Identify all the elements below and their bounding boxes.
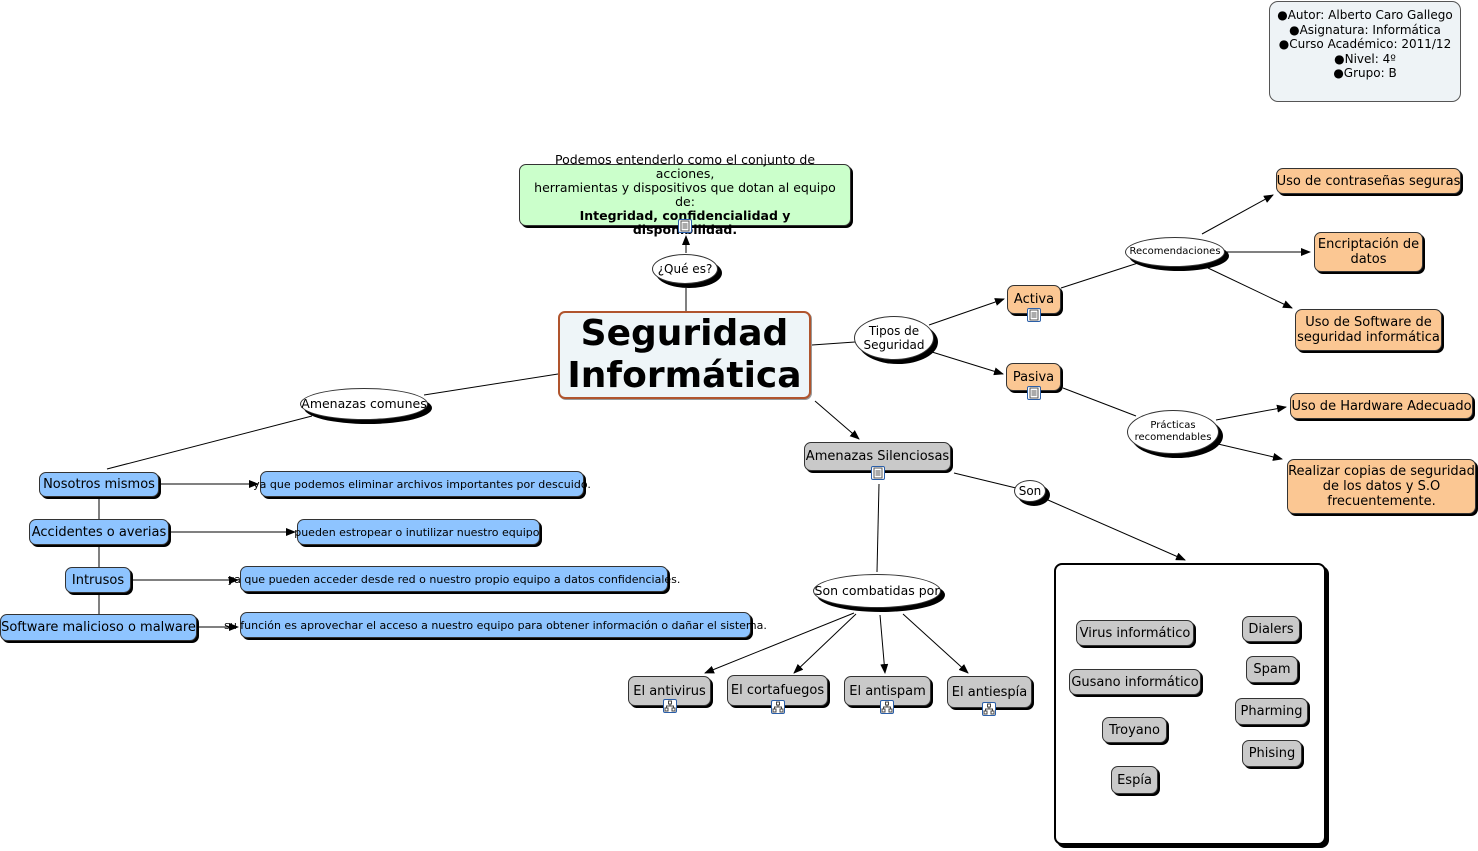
practice-hardware-label: Uso de Hardware Adecuado — [1291, 398, 1472, 414]
silent-threats-label: Amenazas Silenciosas — [805, 449, 950, 464]
concept-map-icon[interactable] — [663, 699, 677, 713]
rec-encriptacion[interactable]: Encriptación de datos — [1314, 232, 1423, 272]
threat-intrusos[interactable]: Intrusos — [65, 567, 131, 593]
definition-line-1: Podemos entenderlo como el conjunto de a… — [554, 152, 816, 181]
link-recomendaciones: Recomendaciones — [1125, 237, 1225, 267]
threat-nosotros-mismos[interactable]: Nosotros mismos — [39, 472, 159, 497]
rec-encriptacion-line-2: datos — [1350, 252, 1387, 267]
document-icon[interactable] — [678, 219, 692, 233]
type-activa-label: Activa — [1013, 292, 1055, 307]
main-title-line-2: Informática — [567, 355, 802, 396]
link-que-es-label: ¿Qué es? — [657, 262, 713, 276]
threat-detail-text: ya que podemos eliminar archivos importa… — [253, 477, 591, 491]
threat-type-pharming[interactable]: Pharming — [1235, 698, 1308, 725]
link-practicas: Prácticas recomendables — [1127, 410, 1219, 454]
threat-type-dialers[interactable]: Dialers — [1242, 616, 1300, 642]
threat-accidentes[interactable]: Accidentes o averias — [29, 519, 169, 545]
threat-detail-text: pueden estropear o inutilizar nuestro eq… — [294, 525, 543, 539]
threat-label: Intrusos — [71, 572, 125, 588]
link-son: Son — [1014, 480, 1046, 502]
document-icon[interactable] — [1027, 386, 1041, 400]
document-icon[interactable] — [1027, 308, 1041, 322]
defender-label: El antispam — [849, 683, 926, 699]
main-title-line-1: Seguridad — [580, 313, 789, 354]
threat-detail-malware[interactable]: su función es aprovechar el acceso a nue… — [224, 612, 767, 638]
link-son-combatidas-label: Son combatidas por — [814, 583, 940, 598]
threat-type-troyano[interactable]: Troyano — [1102, 717, 1167, 743]
threat-type-spam[interactable]: Spam — [1246, 656, 1298, 683]
author-info-box: ●Autor: Alberto Caro Gallego ●Asignatura… — [1269, 1, 1461, 102]
level-line: ●Nivel: 4º — [1334, 51, 1396, 66]
threat-type-label: Virus informático — [1079, 625, 1191, 641]
subject-line: ●Asignatura: Informática — [1289, 22, 1441, 37]
threat-type-label: Espía — [1117, 772, 1152, 788]
concept-map-icon[interactable] — [982, 702, 996, 716]
practicas-line-2: recomendables — [1134, 432, 1212, 443]
document-icon[interactable] — [871, 466, 885, 480]
threat-type-label: Troyano — [1109, 722, 1160, 738]
definition-box[interactable]: Podemos entenderlo como el conjunto de a… — [519, 153, 851, 237]
link-son-label: Son — [1018, 484, 1042, 498]
rec-software-line-1: Uso de Software de — [1305, 315, 1432, 330]
author-line: ●Autor: Alberto Caro Gallego — [1277, 8, 1453, 22]
rec-software-line-2: seguridad informática — [1297, 330, 1440, 345]
main-concept[interactable]: Seguridad Informática — [558, 311, 811, 399]
threat-detail-text: ya que pueden acceder desde red o nuestr… — [227, 572, 681, 586]
link-son-combatidas: Son combatidas por — [813, 574, 941, 608]
threat-label: Software malicioso o malware — [1, 620, 196, 635]
threat-type-gusano[interactable]: Gusano informático — [1069, 669, 1201, 695]
group-line: ●Grupo: B — [1333, 66, 1397, 80]
defender-label: El antivirus — [633, 683, 706, 699]
practice-copias[interactable]: Realizar copias de seguridad de los dato… — [1287, 459, 1476, 514]
practice-copias-line-1: Realizar copias de seguridad — [1288, 464, 1475, 479]
threat-type-label: Phising — [1248, 746, 1296, 761]
threat-type-label: Pharming — [1240, 704, 1303, 719]
tipos-line-2: Seguridad — [863, 338, 925, 352]
concept-map-icon[interactable] — [771, 700, 785, 714]
link-amenazas-comunes-label: Amenazas comunes — [301, 396, 427, 411]
threat-label: Accidentes o averias — [31, 524, 167, 540]
type-pasiva-label: Pasiva — [1012, 369, 1055, 385]
threat-type-label: Spam — [1253, 662, 1291, 677]
rec-encriptacion-line-1: Encriptación de — [1317, 237, 1420, 252]
course-line: ●Curso Académico: 2011/12 — [1278, 37, 1452, 51]
threat-type-phising[interactable]: Phising — [1242, 740, 1302, 767]
threat-detail-text: su función es aprovechar el acceso a nue… — [224, 618, 767, 632]
tipos-line-1: Tipos de — [868, 324, 920, 338]
practice-copias-line-3: frecuentemente. — [1327, 494, 1436, 509]
defender-label: El cortafuegos — [730, 683, 825, 698]
threat-type-espia[interactable]: Espía — [1111, 766, 1158, 794]
defender-label: El antiespía — [951, 684, 1028, 700]
practicas-line-1: Prácticas — [1150, 420, 1196, 431]
rec-software[interactable]: Uso de Software de seguridad informática — [1295, 309, 1442, 351]
threat-label: Nosotros mismos — [43, 477, 155, 492]
link-que-es: ¿Qué es? — [652, 254, 718, 284]
defender-antispam[interactable]: El antispam — [844, 676, 931, 706]
threat-detail-accidentes[interactable]: pueden estropear o inutilizar nuestro eq… — [294, 519, 543, 545]
threat-type-label: Dialers — [1248, 621, 1294, 637]
link-recomendaciones-label: Recomendaciones — [1129, 246, 1221, 257]
threat-detail-intrusos[interactable]: ya que pueden acceder desde red o nuestr… — [228, 566, 680, 592]
practice-hardware[interactable]: Uso de Hardware Adecuado — [1290, 393, 1473, 419]
definition-line-2: herramientas y dispositivos que dotan al… — [534, 180, 836, 209]
rec-contrasenas[interactable]: Uso de contraseñas seguras — [1276, 168, 1461, 194]
link-amenazas-comunes: Amenazas comunes — [300, 388, 428, 420]
threat-malware[interactable]: Software malicioso o malware — [0, 614, 197, 641]
threat-detail-nosotros[interactable]: ya que podemos eliminar archivos importa… — [253, 471, 591, 497]
rec-contrasenas-label: Uso de contraseñas seguras — [1276, 173, 1461, 189]
link-tipos-seguridad: Tipos de Seguridad — [854, 316, 934, 360]
concept-map-icon[interactable] — [880, 700, 894, 714]
threat-type-label: Gusano informático — [1071, 674, 1199, 690]
threat-type-virus[interactable]: Virus informático — [1076, 620, 1194, 646]
practice-copias-line-2: de los datos y S.O — [1322, 479, 1441, 494]
